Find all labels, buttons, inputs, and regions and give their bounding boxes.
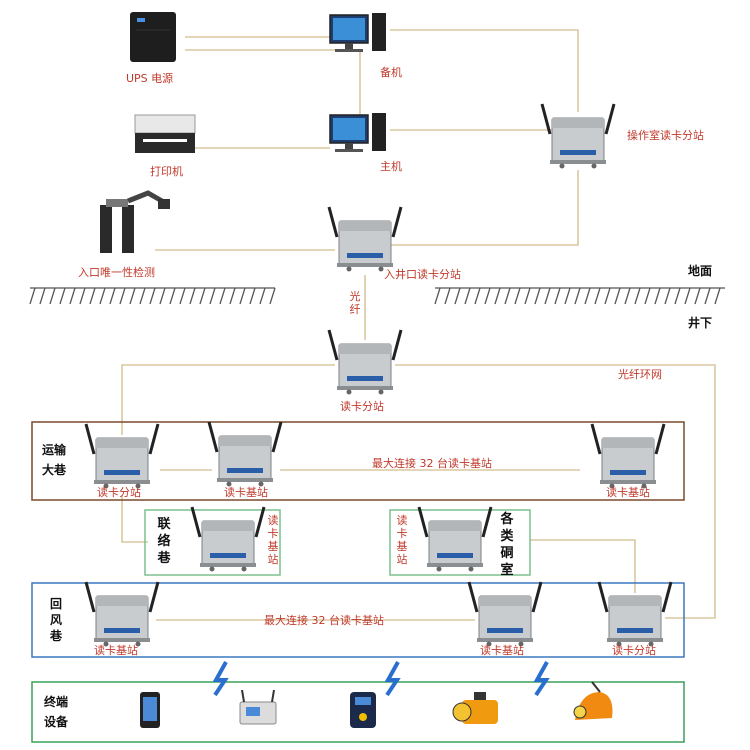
contact-roadway-box [144, 509, 281, 576]
transport-sub-label: 读卡分站 [97, 486, 141, 499]
return-base1-icon [84, 580, 160, 648]
return-sub-label: 读卡分站 [612, 644, 656, 657]
backup-label: 备机 [380, 66, 402, 79]
ground-level-label: 地面 [688, 264, 713, 278]
return-title: 回风巷 [50, 597, 63, 643]
op-station-icon [540, 102, 616, 170]
cap-lamp-icon [452, 692, 498, 724]
return-base1-label: 读卡基站 [94, 644, 138, 657]
entry-detect-label: 入口唯一性检测 [78, 266, 155, 279]
return-base2-label: 读卡基站 [480, 644, 524, 657]
terminal-title: 终端设备 [44, 695, 69, 729]
signal-icon [533, 661, 550, 697]
signal-icon [384, 661, 401, 697]
fiber-ring-label: 光纤环网 [618, 368, 662, 381]
well-station-icon [327, 205, 403, 273]
chamber-base-icon [417, 505, 493, 573]
helmet-lamp-icon [573, 681, 613, 720]
return-max-label: 最大连接 32 台读卡基站 [264, 614, 384, 627]
terminal-devices-box [31, 681, 685, 743]
phone-icon [140, 692, 160, 728]
underground-level-label: 井下 [688, 316, 713, 330]
chamber-box [389, 509, 531, 576]
op-station-label: 操作室读卡分站 [627, 129, 704, 142]
transport-base1-icon [207, 420, 283, 488]
contact-base-label: 读卡基站 [267, 514, 279, 566]
printer-label: 打印机 [150, 165, 183, 178]
router-icon [239, 689, 277, 725]
transport-title: 运输大巷 [42, 443, 67, 477]
computer-icon [329, 13, 386, 52]
signal-icon [212, 661, 229, 697]
gate-icon [100, 190, 170, 253]
return-roadway-box [31, 582, 685, 658]
return-base2-icon [467, 580, 543, 648]
ups-label: UPS 电源 [126, 72, 174, 85]
well-station-label: 入井口读卡分站 [384, 268, 461, 281]
chamber-base-label: 读卡基站 [396, 514, 408, 566]
ground-line [29, 287, 725, 305]
connection-lines [121, 29, 716, 621]
transport-base2-label: 读卡基站 [606, 486, 650, 499]
computer-icon [329, 113, 386, 152]
tag-icon [350, 692, 376, 728]
transport-base1-label: 读卡基站 [224, 486, 268, 499]
contact-title: 联络巷 [157, 517, 171, 566]
fiber-label: 光纤 [349, 290, 361, 316]
transport-max-label: 最大连接 32 台读卡基站 [372, 457, 492, 470]
host-label: 主机 [380, 160, 402, 173]
server-icon [130, 12, 176, 62]
transport-base2-icon [590, 422, 666, 490]
contact-base-icon [190, 505, 266, 573]
printer-icon [134, 114, 196, 153]
transport-roadway-box [31, 421, 685, 501]
main-station-label: 读卡分站 [340, 400, 384, 413]
chamber-title: 各类硐室 [500, 512, 514, 578]
